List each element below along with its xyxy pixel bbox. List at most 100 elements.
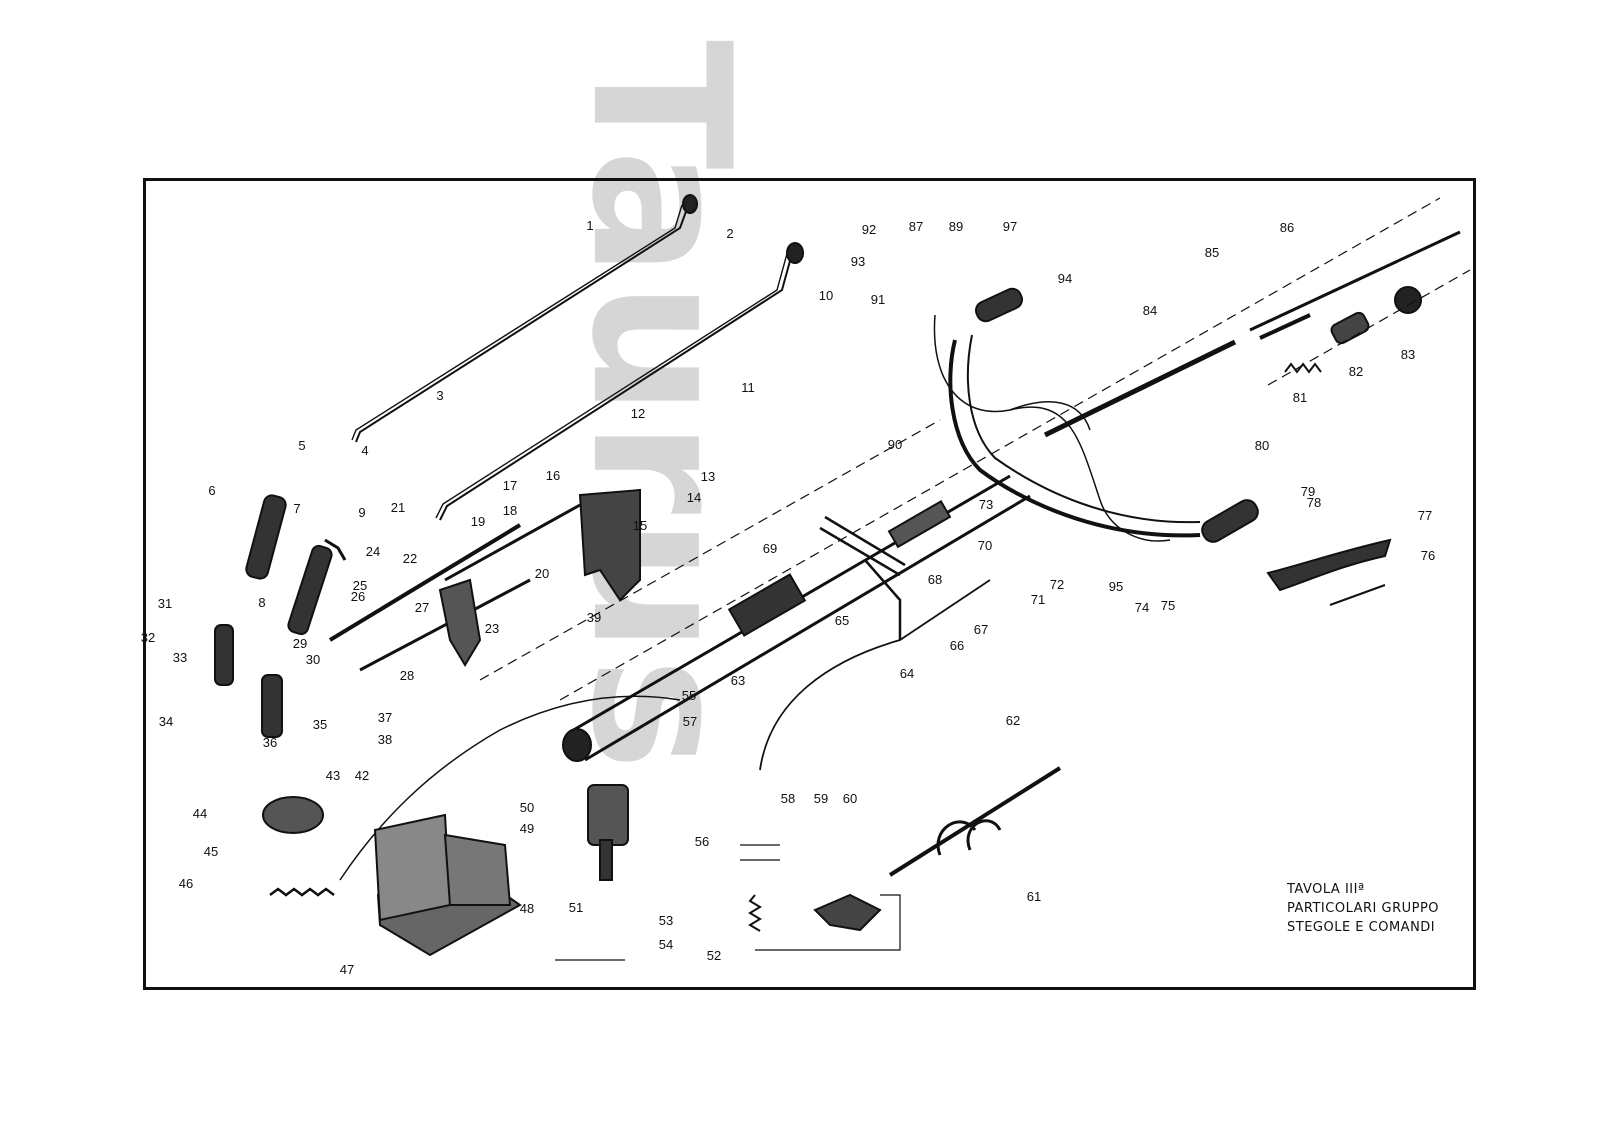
diagram-frame [143, 178, 1476, 990]
part-number-label: 79 [1301, 484, 1315, 499]
part-number-label: 4 [361, 443, 368, 458]
lever-9 [324, 538, 347, 561]
part-number-label: 2 [726, 226, 733, 241]
part-number-label: 90 [888, 437, 902, 452]
part-number-label: 48 [520, 901, 534, 916]
part-number-label: 60 [843, 791, 857, 806]
part-number-label: 59 [814, 791, 828, 806]
pulley-44 [262, 796, 324, 834]
part-number-label: 35 [313, 717, 327, 732]
part-number-label: 54 [659, 937, 673, 952]
part-number-label: 76 [1421, 548, 1435, 563]
cable-90 [933, 314, 1171, 542]
part-number-label: 24 [366, 544, 380, 559]
part-number-label: 94 [1058, 271, 1072, 286]
part-number-label: 42 [355, 768, 369, 783]
part-number-label: 26 [351, 589, 365, 604]
part-number-label: 91 [871, 292, 885, 307]
part-number-label: 25 [353, 578, 367, 593]
shaft-16 [444, 503, 581, 582]
part-number-label: 62 [1006, 713, 1020, 728]
part-number-label: 11 [741, 380, 755, 395]
part-number-label: 33 [173, 650, 187, 665]
part-number-label: 78 [1307, 495, 1321, 510]
shaft-18 [328, 523, 522, 642]
part-number-label: 63 [731, 673, 745, 688]
part-number-label: 18 [503, 503, 517, 518]
grip-80 [1201, 499, 1259, 543]
part-number-label: 87 [909, 219, 923, 234]
part-number-label: 85 [1205, 245, 1219, 260]
part-number-label: 43 [326, 768, 340, 783]
part-number-label: 95 [1109, 579, 1123, 594]
part-number-label: 68 [928, 572, 942, 587]
part-number-label: 45 [204, 844, 218, 859]
part-number-label: 71 [1031, 592, 1045, 607]
control-rod-11 [439, 249, 794, 521]
part-number-label: 17 [503, 478, 517, 493]
title-line-1: TAVOLA IIIª [1287, 882, 1365, 897]
part-number-label: 22 [403, 551, 417, 566]
part-number-label: 83 [1401, 347, 1415, 362]
knob-83 [1394, 286, 1422, 314]
part-number-label: 56 [695, 834, 709, 849]
part-number-label: 30 [306, 652, 320, 667]
part-number-label: 37 [378, 710, 392, 725]
part-number-label: 74 [1135, 600, 1149, 615]
part-number-label: 8 [258, 595, 265, 610]
part-number-label: 97 [1003, 219, 1017, 234]
part-number-label: 38 [378, 732, 392, 747]
part-number-label: 46 [179, 876, 193, 891]
part-number-label: 27 [415, 600, 429, 615]
title-line-2: PARTICOLARI GRUPPO [1287, 901, 1440, 916]
part-number-label: 65 [835, 613, 849, 628]
part-number-label: 1 [586, 218, 593, 233]
rod-84 [1043, 339, 1237, 438]
part-number-label: 10 [819, 288, 833, 303]
part-number-label: 50 [520, 800, 534, 815]
shaft-20 [359, 578, 531, 672]
part-number-label: 39 [587, 610, 601, 625]
box-48 [373, 813, 452, 922]
part-number-label: 36 [263, 735, 277, 750]
part-number-label: 12 [631, 406, 645, 421]
part-number-label: 31 [158, 596, 172, 611]
shaft-62 [888, 766, 1062, 877]
lever-7 [287, 544, 333, 636]
part-number-label: 92 [862, 222, 876, 237]
lever-60 [813, 893, 882, 932]
part-number-label: 58 [781, 791, 795, 806]
lever-33 [214, 624, 234, 686]
part-number-label: 75 [1161, 598, 1175, 613]
part-number-label: 28 [400, 668, 414, 683]
sleeve-82 [1330, 311, 1370, 345]
part-number-label: 67 [974, 622, 988, 637]
bracket-23 [438, 578, 482, 667]
title-block: TAVOLA IIIª PARTICOLARI GRUPPO STEGOLE E… [1287, 880, 1439, 937]
part-number-label: 77 [1418, 508, 1432, 523]
control-rod-1 [355, 205, 689, 443]
part-number-label: 47 [340, 962, 354, 977]
part-number-label: 49 [520, 821, 534, 836]
part-number-label: 57 [683, 714, 697, 729]
part-number-label: 53 [659, 913, 673, 928]
part-number-label: 21 [391, 500, 405, 515]
part-number-label: 82 [1349, 364, 1363, 379]
part-number-label: 52 [707, 948, 721, 963]
grip-97 [974, 287, 1024, 323]
cable-64 [759, 579, 991, 771]
part-number-label: 81 [1293, 390, 1307, 405]
spring-45 [269, 887, 335, 897]
part-number-label: 14 [687, 490, 701, 505]
title-line-3: STEGOLE E COMANDI [1287, 920, 1436, 935]
bracket-51 [587, 784, 629, 846]
part-number-label: 19 [471, 514, 485, 529]
part-number-label: 29 [293, 636, 307, 651]
part-number-label: 61 [1027, 889, 1041, 904]
part-number-label: 9 [358, 505, 365, 520]
part-number-label: 66 [950, 638, 964, 653]
part-number-label: 80 [1255, 438, 1269, 453]
part-number-label: 20 [535, 566, 549, 581]
